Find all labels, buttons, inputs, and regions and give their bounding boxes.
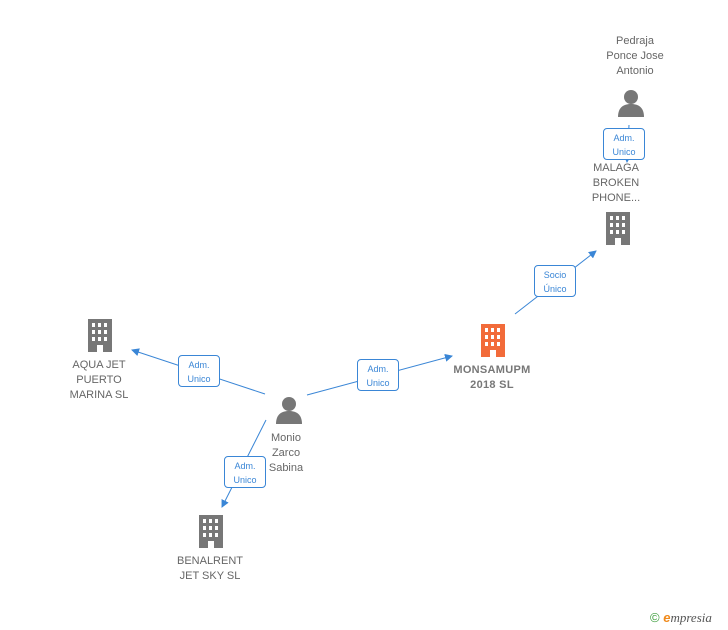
node-label-pedraja[interactable]: Pedraja Ponce Jose Antonio <box>606 35 664 77</box>
brand-footer: © empresia <box>650 610 712 626</box>
node-label-malaga[interactable]: MALAGA BROKEN PHONE... <box>591 162 641 204</box>
node-label-benalrent[interactable]: BENALRENT JET SKY SL <box>176 555 244 582</box>
person-icon[interactable] <box>616 88 646 118</box>
edge-badge-pedraja-malaga[interactable]: Adm. Unico <box>603 128 645 160</box>
building-icon[interactable] <box>85 319 117 353</box>
brand-logo-e: e <box>663 610 671 625</box>
copyright-icon: © <box>650 610 660 625</box>
edge-badge-monio-monsamupm[interactable]: Adm. Unico <box>357 359 399 391</box>
node-label-monsamupm[interactable]: MONSAMUPM 2018 SL <box>453 364 531 391</box>
node-label-aqua[interactable]: AQUA JET PUERTO MARINA SL <box>69 359 129 401</box>
brand-logo-text: mpresia <box>670 610 712 625</box>
building-main-icon[interactable] <box>478 324 510 358</box>
edge-badge-monsamupm-malaga[interactable]: Socio Único <box>534 265 576 297</box>
node-label-monio[interactable]: Monio Zarco Sabina <box>268 432 304 474</box>
edge-badge-monio-aqua[interactable]: Adm. Unico <box>178 355 220 387</box>
edge-badge-monio-benalrent[interactable]: Adm. Unico <box>224 456 266 488</box>
building-icon[interactable] <box>603 212 635 246</box>
person-icon[interactable] <box>274 395 304 425</box>
building-icon[interactable] <box>196 515 228 549</box>
